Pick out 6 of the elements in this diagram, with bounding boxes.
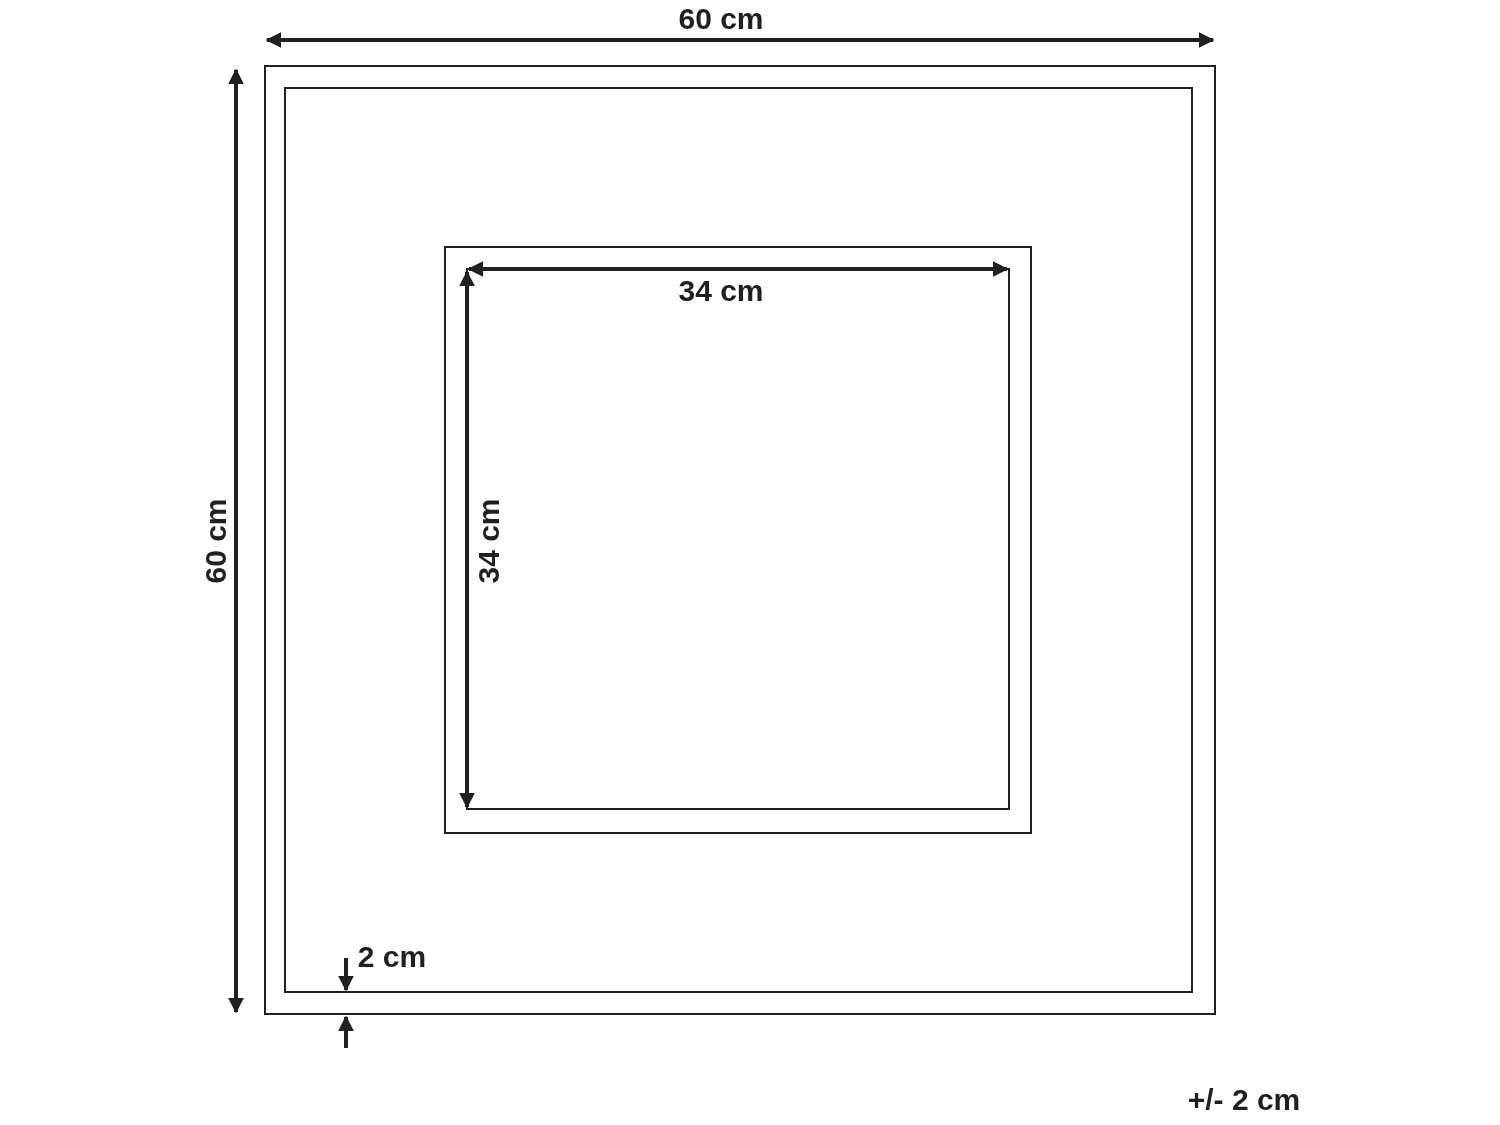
dimension-label: 60 cm	[201, 498, 231, 584]
dimension-label: +/- 2 cm	[1187, 1085, 1301, 1115]
dimension-label: 2 cm	[357, 942, 427, 972]
dimension-label: 60 cm	[678, 4, 764, 34]
dimension-label: 34 cm	[474, 498, 504, 584]
dimension-label: 34 cm	[678, 276, 764, 306]
